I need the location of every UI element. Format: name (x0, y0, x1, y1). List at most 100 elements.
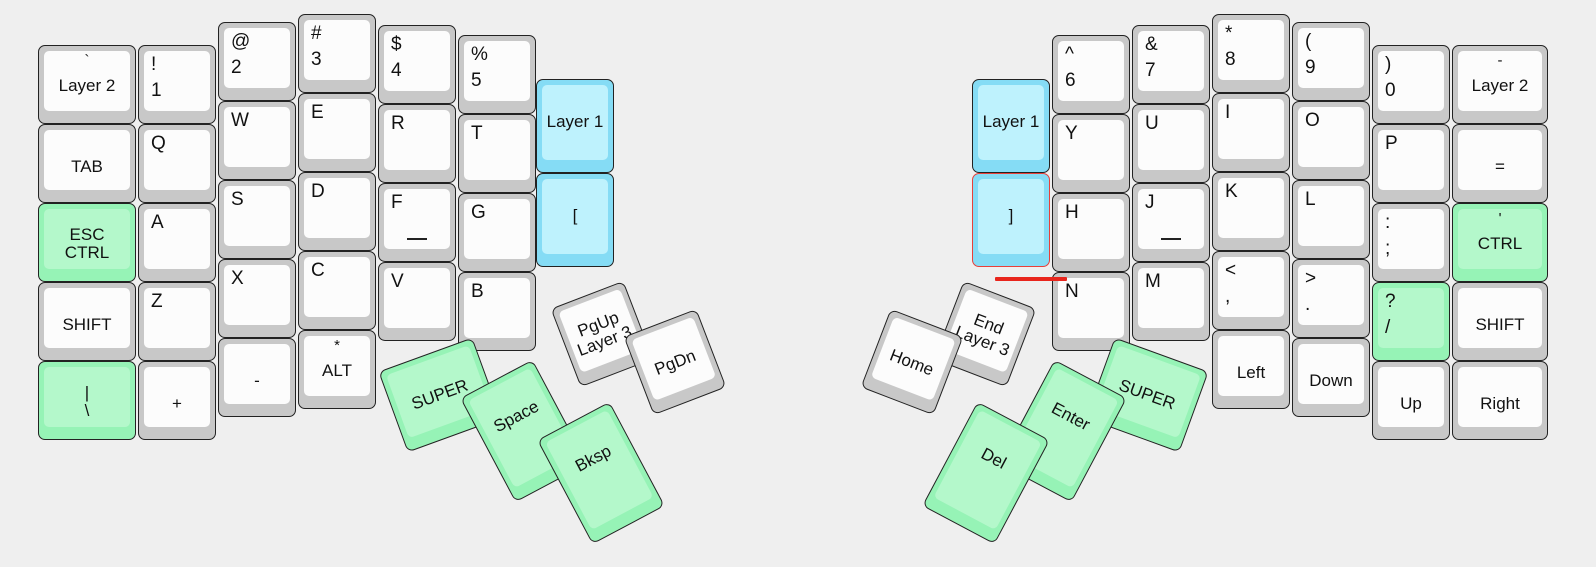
key-bracket-left[interactable]: [ (536, 173, 614, 267)
key-j[interactable]: J (1132, 183, 1210, 262)
key-d[interactable]: D (298, 172, 376, 251)
legend-center: SHIFT (1475, 315, 1525, 334)
legend-center-stack: |\ (84, 383, 90, 420)
key-cap: SHIFT (1458, 288, 1542, 348)
key-tab[interactable]: TAB (38, 124, 136, 203)
key-shift-right[interactable]: SHIFT (1452, 282, 1548, 361)
key-8[interactable]: *8 (1212, 14, 1290, 93)
key-alt[interactable]: *ALT (298, 330, 376, 409)
key-t[interactable]: T (458, 114, 536, 193)
key-s[interactable]: S (218, 180, 296, 259)
key-p[interactable]: P (1372, 124, 1450, 203)
key-e[interactable]: E (298, 93, 376, 172)
key-v[interactable]: V (378, 262, 456, 341)
key-0[interactable]: )0 (1372, 45, 1450, 124)
key-cap: ?/ (1378, 288, 1444, 348)
legend-center: PgDn (651, 345, 699, 379)
key-right[interactable]: Right (1452, 361, 1548, 440)
key-down[interactable]: Down (1292, 338, 1370, 417)
legend-center: - (254, 371, 260, 390)
legend-top-left: ( (1305, 31, 1312, 52)
legend-top-left: M (1145, 271, 1161, 292)
key-b[interactable]: B (458, 272, 536, 351)
key-a[interactable]: A (138, 203, 216, 282)
selection-marker (995, 277, 1067, 281)
legend-center: [ (572, 206, 578, 225)
key-2[interactable]: @2 (218, 22, 296, 101)
key-cap: (9 (1298, 28, 1364, 88)
key-m[interactable]: M (1132, 262, 1210, 341)
legend-top-left: R (391, 113, 405, 134)
key-equal[interactable]: = (1452, 124, 1548, 203)
legend-center: Enter (1048, 398, 1094, 435)
key-f[interactable]: F (378, 183, 456, 262)
key-r[interactable]: R (378, 104, 456, 183)
legend-bottom-left: 7 (1145, 60, 1156, 81)
key-up[interactable]: Up (1372, 361, 1450, 440)
key-g[interactable]: G (458, 193, 536, 272)
key-o[interactable]: O (1292, 101, 1370, 180)
key-4[interactable]: $4 (378, 25, 456, 104)
key-bracket-right[interactable]: ] (972, 173, 1050, 267)
key-slash[interactable]: ?/ (1372, 282, 1450, 361)
key-3[interactable]: #3 (298, 14, 376, 93)
key-grave-layer2[interactable]: `Layer 2 (38, 45, 136, 124)
legend-center: Layer 1 (982, 112, 1040, 131)
key-cap: 'CTRL (1458, 209, 1542, 269)
key-cap: - (224, 344, 290, 404)
key-w[interactable]: W (218, 101, 296, 180)
key-5[interactable]: %5 (458, 35, 536, 114)
key-n[interactable]: N (1052, 272, 1130, 351)
key-left[interactable]: Left (1212, 330, 1290, 409)
key-semicolon[interactable]: :; (1372, 203, 1450, 282)
legend-top-left: ^ (1065, 44, 1074, 65)
key-minus-layer2[interactable]: -Layer 2 (1452, 45, 1548, 124)
key-minus[interactable]: - (218, 338, 296, 417)
key-cap: Del (933, 409, 1042, 531)
key-plus[interactable]: + (138, 361, 216, 440)
key-layer1-left[interactable]: Layer 1 (536, 79, 614, 173)
key-y[interactable]: Y (1052, 114, 1130, 193)
legend-top-left: T (471, 123, 483, 144)
key-cap: )0 (1378, 51, 1444, 111)
key-i[interactable]: I (1212, 93, 1290, 172)
key-c[interactable]: C (298, 251, 376, 330)
key-1[interactable]: !1 (138, 45, 216, 124)
key-cap: Bksp (545, 409, 654, 531)
legend-top-left: I (1225, 102, 1231, 123)
key-cap: V (384, 268, 450, 328)
key-comma[interactable]: <, (1212, 251, 1290, 330)
legend-center: Left (1236, 363, 1266, 382)
key-cap: E (304, 99, 370, 159)
key-pipe-backslash[interactable]: |\ (38, 361, 136, 440)
key-u[interactable]: U (1132, 104, 1210, 183)
key-z[interactable]: Z (138, 282, 216, 361)
key-9[interactable]: (9 (1292, 22, 1370, 101)
key-k[interactable]: K (1212, 172, 1290, 251)
key-cap: |\ (44, 367, 130, 427)
legend-bottom-left: 1 (151, 80, 162, 101)
legend-center: Down (1309, 371, 1353, 390)
key-quote-ctrl[interactable]: 'CTRL (1452, 203, 1548, 282)
key-l[interactable]: L (1292, 180, 1370, 259)
key-x[interactable]: X (218, 259, 296, 338)
key-cap: Layer 1 (978, 85, 1044, 160)
key-period[interactable]: >. (1292, 259, 1370, 338)
key-q[interactable]: Q (138, 124, 216, 203)
key-cap: Up (1378, 367, 1444, 427)
legend-top-left: : (1385, 212, 1391, 233)
legend-top-center: ` (84, 52, 90, 69)
key-6[interactable]: ^6 (1052, 35, 1130, 114)
legend-top-left: K (1225, 181, 1238, 202)
key-h[interactable]: H (1052, 193, 1130, 272)
key-cap: `Layer 2 (44, 51, 130, 111)
key-7[interactable]: &7 (1132, 25, 1210, 104)
key-cap: %5 (464, 41, 530, 101)
key-shift-left[interactable]: SHIFT (38, 282, 136, 361)
key-layer1-right[interactable]: Layer 1 (972, 79, 1050, 173)
key-cap: *8 (1218, 20, 1284, 80)
